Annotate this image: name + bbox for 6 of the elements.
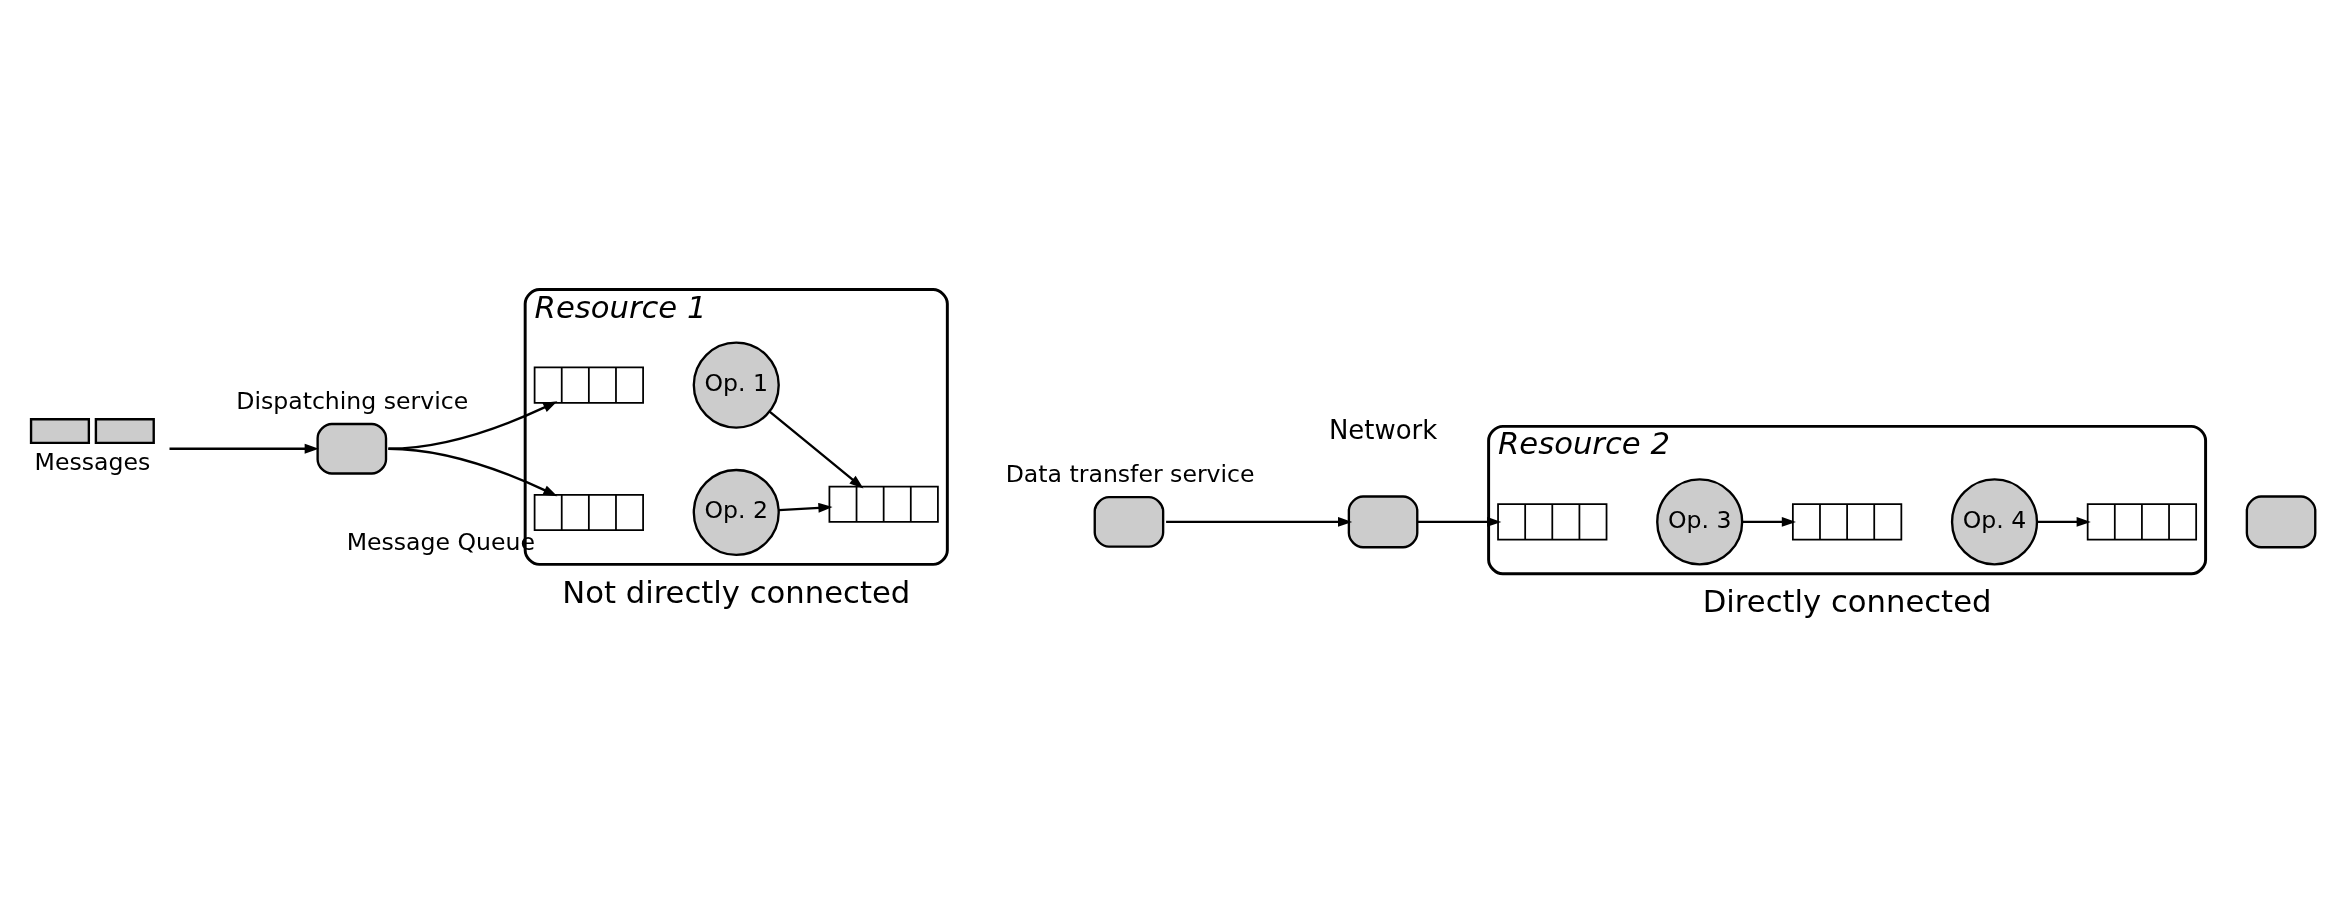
label: Network <box>1328 414 1438 445</box>
node-label: Data transfer service <box>1005 459 1255 488</box>
node-label: Directly connected <box>1702 583 1992 619</box>
node-label: Dispatching service <box>236 386 469 415</box>
node-label: Messages <box>34 447 151 476</box>
node-label: Not directly connected <box>562 574 911 610</box>
